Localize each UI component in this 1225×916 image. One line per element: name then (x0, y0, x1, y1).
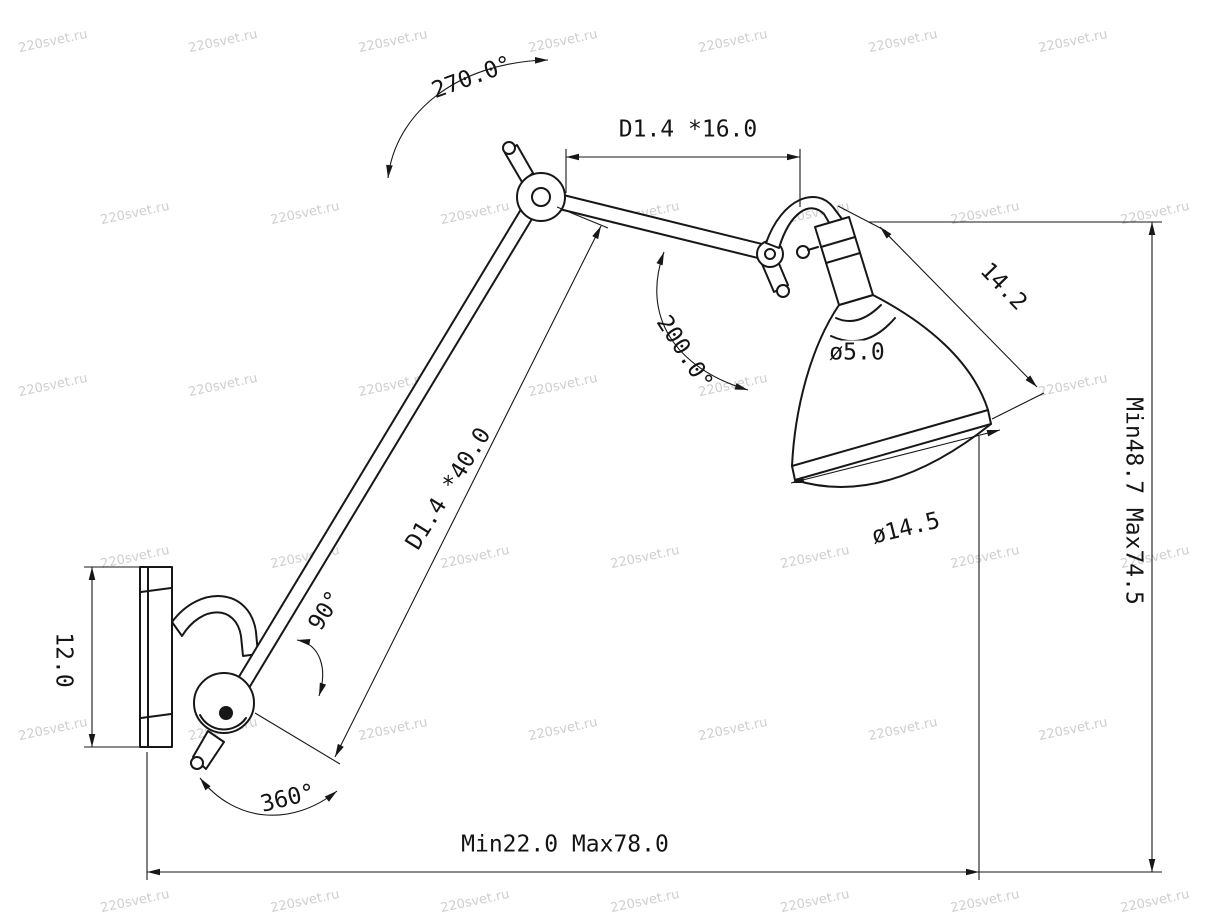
lamp-socket (796, 216, 874, 306)
dim-arc-200 (656, 251, 749, 391)
elbow-joint (502, 141, 566, 222)
dim-arc-90 (296, 638, 327, 697)
upper-arm (538, 189, 771, 261)
dim-shade-diameter-line (790, 429, 1001, 484)
lower-arm (236, 195, 542, 689)
dim-head-depth (837, 205, 1045, 420)
dim-lower-arm-length (254, 206, 609, 765)
label-wall-plate-height: 12.0 (50, 632, 77, 688)
ball-clamp (190, 730, 225, 770)
dim-horizontal-range (146, 436, 1162, 880)
dim-vertical-range (868, 221, 1162, 872)
wall-plate (139, 566, 173, 748)
wall-bracket (171, 595, 259, 657)
dim-arc-270 (386, 56, 549, 179)
dim-arc-360 (199, 777, 338, 816)
label-vertical-range: Min48.7 Max74.5 (1120, 397, 1147, 605)
lamp-shade (791, 294, 992, 488)
lamp-parts (139, 141, 992, 770)
ball-joint (193, 672, 255, 734)
head-joint (756, 240, 790, 298)
dim-wall-plate-height (84, 566, 140, 748)
dimension-lines (84, 56, 1162, 880)
label-socket-diameter: ø5.0 (825, 340, 889, 366)
dim-upper-arm-length (565, 149, 801, 207)
label-upper-arm-length: D1.4 *16.0 (618, 116, 758, 143)
label-horizontal-range: Min22.0 Max78.0 (461, 831, 669, 858)
